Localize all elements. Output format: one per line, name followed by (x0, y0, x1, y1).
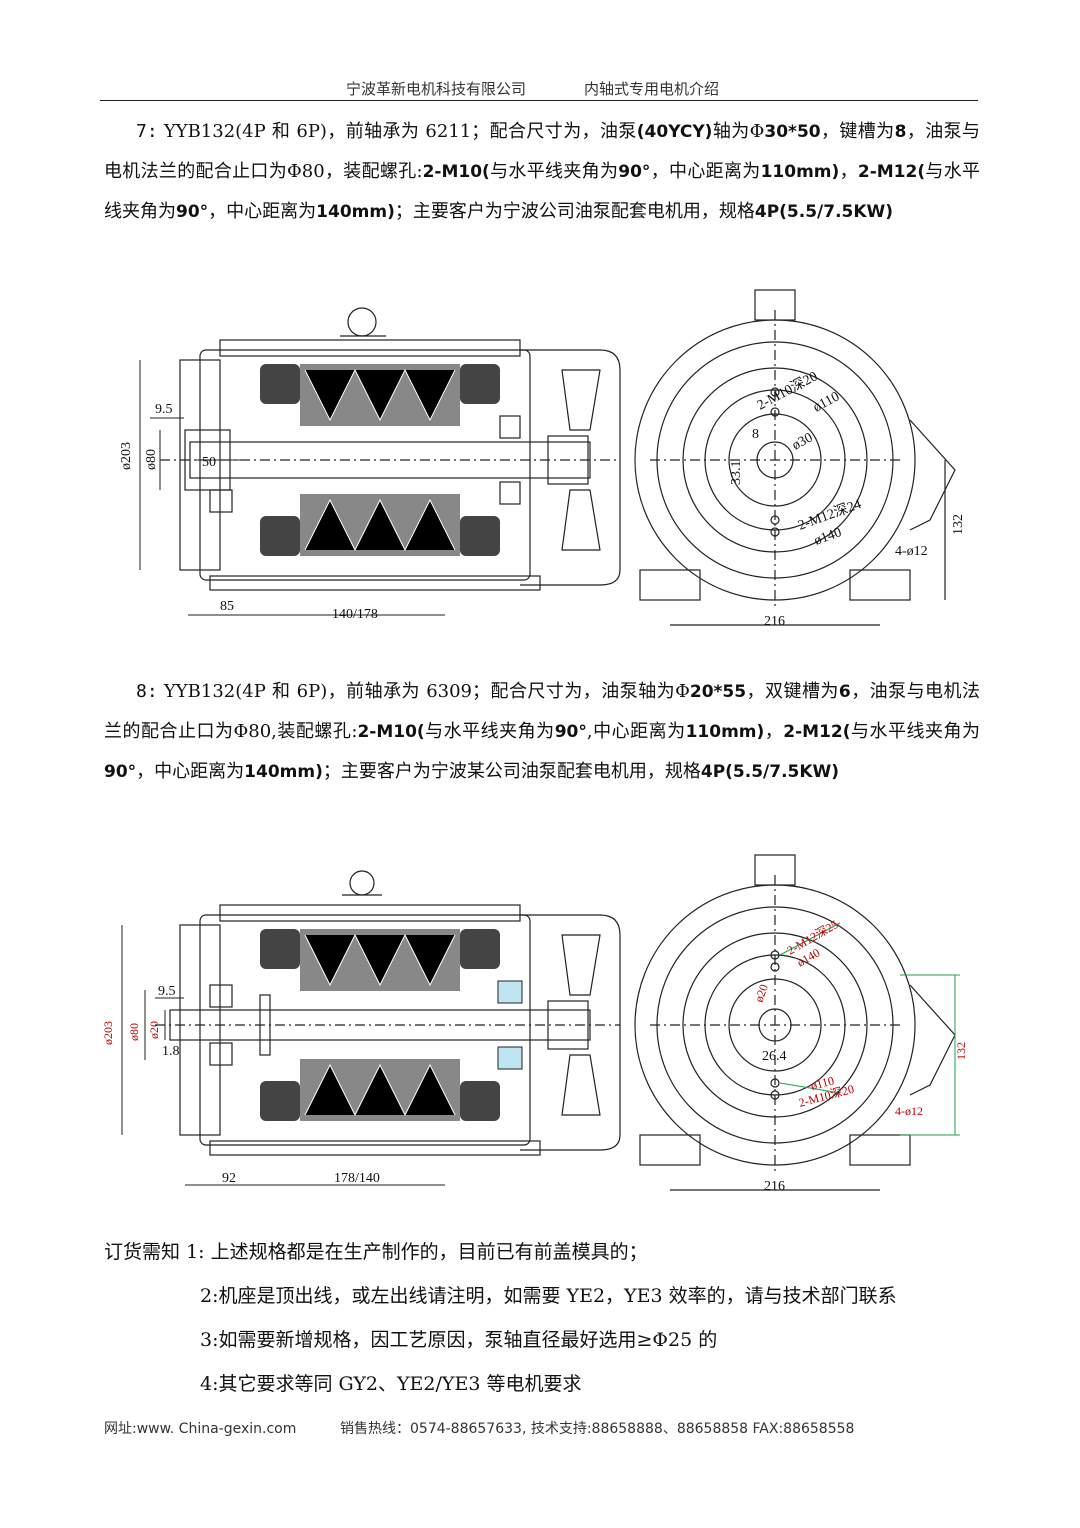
dim-132: 132 (951, 514, 966, 535)
dim-d20-front: ø20 (752, 982, 771, 1004)
section-8-paragraph: 8: YYB132(4P 和 6P)，前轴承为 6309；配合尺寸为，油泵轴为Φ… (104, 681, 980, 782)
note-item-2: 2:机座是顶出线，或左出线请注明，如需要 YE2，YE3 效率的，请与技术部门联… (200, 1285, 897, 1307)
notes-line-1: 订货需知 1: 上述规格都是在生产制作的，目前已有前盖模具的； (104, 1237, 648, 1264)
note-item-4: 4:其它要求等同 GY2、YE2/YE3 等电机要求 (200, 1373, 582, 1395)
page-header: 宁波革新电机科技有限公司 内轴式专用电机介绍 (100, 78, 978, 101)
note-item-3: 3:如需要新增规格，因工艺原因，泵轴直径最好选用≥Φ25 的 (200, 1329, 718, 1351)
motor-drawing-8: ø203 ø80 ø20 9.5 1.8 92 178/140 2-M12深25… (100, 845, 980, 1205)
dim-132: 132 (954, 1042, 968, 1060)
dim-d80: ø80 (144, 449, 159, 470)
dim-4-d12: 4-ø12 (895, 1104, 923, 1118)
dim-1-8: 1.8 (162, 1044, 180, 1059)
footer-website: 网址:www. China-gexin.com (104, 1421, 297, 1437)
section-8-number: 8: (136, 681, 158, 702)
dim-9-5: 9.5 (155, 402, 173, 417)
dim-4-d12: 4-ø12 (895, 544, 928, 559)
motor-drawing-8-svg: ø203 ø80 ø20 9.5 1.8 92 178/140 2-M12深25… (101, 854, 968, 1194)
company-name: 宁波革新电机科技有限公司 (346, 80, 527, 98)
dim-d110: ø110 (809, 1073, 835, 1093)
section-7-paragraph: 7: YYB132(4P 和 6P)，前轴承为 6211；配合尺寸为，油泵(40… (104, 121, 981, 222)
motor-drawing-7: 9.5 ø203 ø80 50 85 140/178 2-M10深20 ø110… (100, 280, 980, 640)
dim-d110: ø110 (811, 389, 842, 415)
footer-contact: 销售热线：0574-88657633, 技术支持:88658888、886588… (340, 1421, 855, 1437)
dim-d80: ø80 (127, 1023, 141, 1041)
dim-key-8: 8 (752, 427, 759, 442)
dim-9-5: 9.5 (158, 984, 176, 999)
document-title: 内轴式专用电机介绍 (584, 80, 720, 98)
dim-26-4: 26.4 (762, 1049, 787, 1064)
dim-216: 216 (764, 1179, 785, 1194)
note-item-1: 1: 上述规格都是在生产制作的，目前已有前盖模具的； (186, 1241, 648, 1263)
dim-92: 92 (222, 1171, 236, 1186)
motor-drawing-7-svg: 9.5 ø203 ø80 50 85 140/178 2-M10深20 ø110… (119, 289, 966, 629)
dim-216: 216 (764, 614, 785, 629)
dim-50: 50 (202, 455, 216, 470)
dim-d30: ø30 (790, 430, 816, 453)
dim-140-178: 140/178 (332, 607, 378, 622)
dim-85: 85 (220, 599, 234, 614)
notes-prefix: 订货需知 (104, 1241, 181, 1263)
dim-33-1: 33.1 (729, 461, 744, 486)
dim-d140: ø140 (812, 525, 843, 549)
dim-d203: ø203 (101, 1021, 115, 1045)
dim-178-140: 178/140 (334, 1171, 380, 1186)
section-7-number: 7: (136, 121, 158, 142)
dim-d203: ø203 (119, 442, 134, 470)
dim-d20: ø20 (147, 1021, 161, 1039)
